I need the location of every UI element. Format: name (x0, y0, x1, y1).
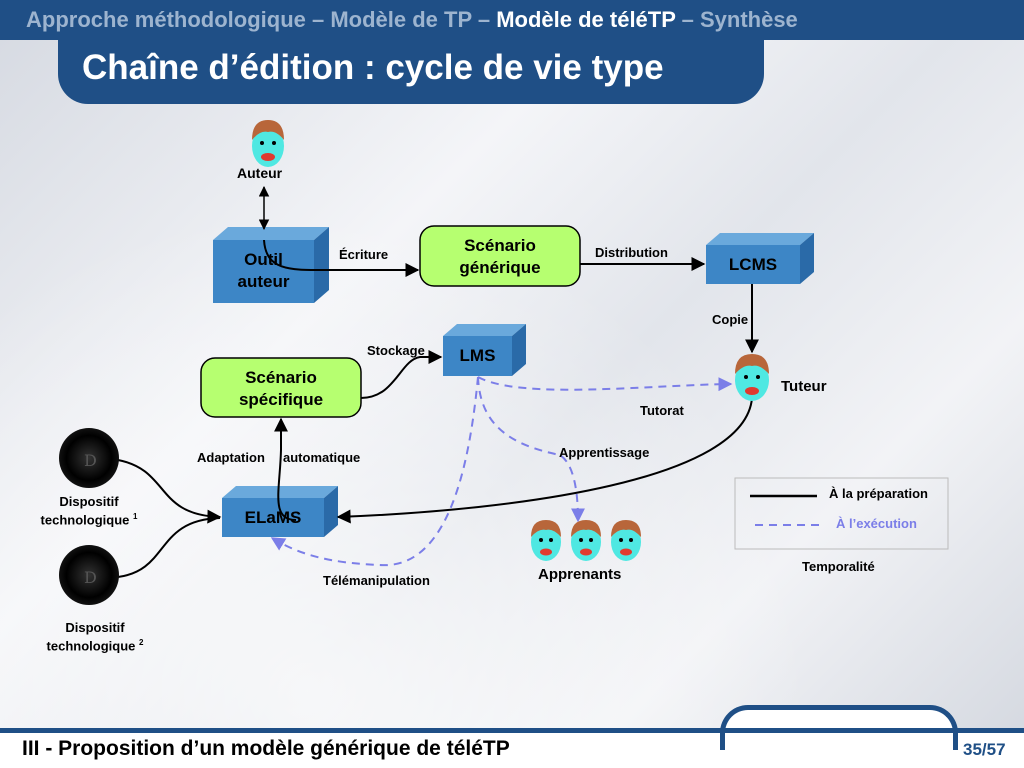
apprenant-face-icon (531, 520, 561, 561)
page-number-tab (720, 705, 958, 750)
adaptation-arrow (274, 417, 297, 521)
apprenant-face-icon (611, 520, 641, 561)
svg-text:D: D (84, 451, 97, 470)
elams-box (222, 486, 338, 537)
lcms-label: LCMS (728, 255, 778, 274)
tutorat-label: Tutorat (640, 403, 684, 418)
footer-rule (0, 728, 1024, 733)
telemanipulation-label: Télémanipulation (323, 573, 430, 588)
device1-connector (117, 459, 222, 524)
stockage-arrow (360, 350, 443, 399)
ecriture-label: Écriture (339, 247, 389, 262)
distribution-label: Distribution (595, 245, 668, 260)
footer-text: III - Proposition d’un modèle générique … (22, 737, 510, 760)
legend-preparation-label: À la préparation (829, 486, 928, 501)
auteur-label: Auteur (237, 165, 283, 181)
header-bar (0, 0, 1024, 40)
tuteur-label: Tuteur (781, 378, 827, 395)
stockage-label: Stockage (367, 343, 425, 358)
scenario-specifique-box (200, 357, 362, 418)
breadcrumb-suffix: – Synthèse (675, 7, 798, 32)
svg-text:D: D (84, 568, 97, 587)
lms-label: LMS (459, 346, 496, 365)
lms-box (443, 324, 526, 376)
device1-icon (59, 428, 119, 488)
apprenant-face-icon (571, 520, 601, 561)
device2-icon (59, 545, 119, 605)
legend-execution-label: À l’exécution (836, 516, 917, 531)
automatique-label: automatique (283, 450, 361, 465)
apprentissage-label: Apprentissage (559, 445, 650, 460)
legend-caption: Temporalité (802, 559, 875, 574)
apprenants-label: Apprenants (538, 566, 622, 583)
auteur-face-icon (252, 120, 284, 167)
copie-label: Copie (712, 312, 749, 327)
title-banner (58, 38, 764, 104)
lcms-box (706, 233, 814, 284)
tuteur-face-icon (735, 354, 769, 401)
scenario-generique-box (419, 225, 581, 287)
adaptation-label: Adaptation (197, 450, 265, 465)
tutorat-dashed-arrow (477, 376, 733, 392)
outil-auteur-box (213, 227, 329, 303)
device2-connector (117, 517, 221, 578)
apprentissage-dashed-arrow (477, 376, 585, 523)
legend-box (734, 477, 949, 550)
ecriture-arrow (263, 239, 420, 277)
tuteur-elams-arrow (336, 397, 753, 524)
page-number: 35/57 (963, 740, 1006, 759)
elams-label: ELaMS (244, 508, 302, 527)
breadcrumb-current: Modèle de téléTP (496, 7, 676, 32)
breadcrumb: Approche méthodologique – Modèle de TP –… (26, 7, 798, 33)
breadcrumb-prefix: Approche méthodologique – Modèle de TP – (26, 7, 497, 32)
page-title: Chaîne d’édition : cycle de vie type (82, 48, 664, 87)
